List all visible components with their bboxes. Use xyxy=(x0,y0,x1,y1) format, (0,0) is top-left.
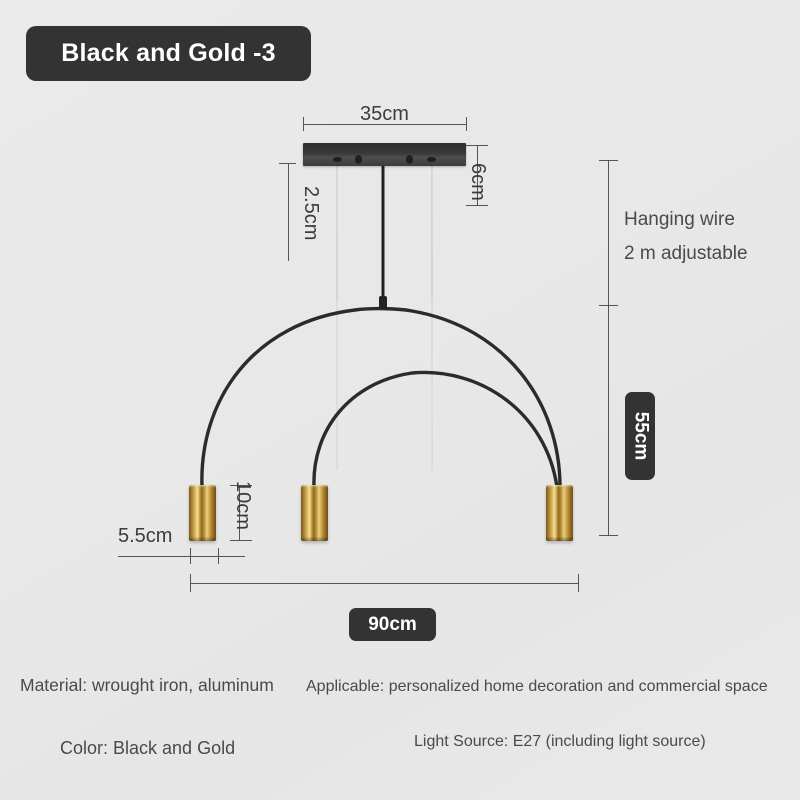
dimension-badge-overall-width: 90cm xyxy=(349,608,436,641)
dimension-tick-canopy-height-top xyxy=(466,145,488,146)
dimension-badge-arc-height-label: 55cm xyxy=(630,411,652,461)
dimension-tick-pendant-height-top xyxy=(230,485,252,486)
dimension-label-canopy-offset: 2.5cm xyxy=(300,186,322,241)
dimension-label-canopy-width: 35cm xyxy=(360,103,409,125)
dimension-tick-pendant-height-bottom xyxy=(230,540,252,541)
spec-light-source: Light Source: E27 (including light sourc… xyxy=(414,733,706,750)
dimension-label-canopy-height: 6cm xyxy=(467,163,489,201)
dimension-tick-canopy-width-start xyxy=(303,117,304,131)
canopy-nub-3 xyxy=(406,155,413,164)
variant-title-badge: Black and Gold -3 xyxy=(26,26,311,81)
canopy-nub-2 xyxy=(355,155,362,164)
arc-outer xyxy=(200,306,562,489)
dimension-badge-arc-height: 55cm xyxy=(625,392,655,480)
dimension-tick-overall-width-start xyxy=(190,574,191,592)
dimension-tick-canopy-height-bottom xyxy=(466,205,488,206)
dimension-tick-vertical-bottom xyxy=(599,535,618,536)
ceiling-canopy-plate xyxy=(303,143,466,166)
spec-color: Color: Black and Gold xyxy=(60,738,236,758)
variant-title-label: Black and Gold -3 xyxy=(61,39,276,67)
pendant-lamp-left xyxy=(189,485,216,541)
arc-inner xyxy=(312,370,559,489)
dimension-line-vertical-overall xyxy=(608,160,609,535)
dimension-line-pendant-height xyxy=(239,485,240,541)
cord-connector xyxy=(379,296,387,309)
dimension-line-overall-width xyxy=(190,583,578,584)
dimension-tick-pendant-width-end xyxy=(218,548,219,564)
dimension-badge-overall-width-label: 90cm xyxy=(368,613,417,635)
canopy-nub-4 xyxy=(427,157,436,162)
note-adjustable-length: 2 m adjustable xyxy=(624,243,748,264)
canopy-nub-1 xyxy=(333,157,342,162)
dimension-line-canopy-offset xyxy=(288,163,289,261)
spec-applicable: Applicable: personalized home decoration… xyxy=(306,678,768,695)
note-hanging-wire: Hanging wire xyxy=(624,209,735,230)
pendant-lamp-middle xyxy=(301,485,328,541)
dimension-line-canopy-height xyxy=(477,145,478,206)
dimension-tick-canopy-width-end xyxy=(466,117,467,131)
dimension-tick-overall-width-end xyxy=(578,574,579,592)
dimension-line-pendant-width xyxy=(118,556,245,557)
dimension-tick-vertical-top xyxy=(599,160,618,161)
dimension-tick-canopy-offset-top xyxy=(279,163,296,164)
pendant-lamp-right xyxy=(546,485,573,541)
dimension-line-canopy-width xyxy=(303,124,466,125)
dimension-tick-vertical-middle xyxy=(599,305,618,306)
dimension-label-pendant-width: 5.5cm xyxy=(118,525,173,547)
dimension-label-pendant-height: 10cm xyxy=(232,481,254,530)
dimension-tick-pendant-width-start xyxy=(190,548,191,564)
spec-material: Material: wrought iron, aluminum xyxy=(20,675,274,695)
